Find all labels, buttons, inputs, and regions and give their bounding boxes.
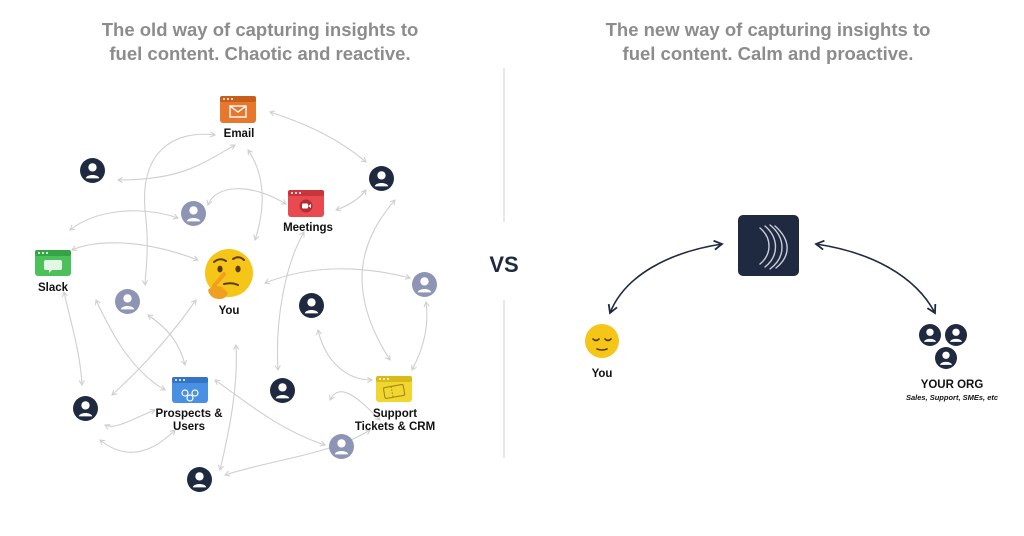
email-channel: Email xyxy=(220,96,256,140)
meetings-window-icon xyxy=(288,190,324,217)
email-label: Email xyxy=(224,128,255,140)
new-way-heading: The new way of capturing insights to fue… xyxy=(558,18,978,66)
support-label-line1: Support xyxy=(373,408,417,420)
slack-label: Slack xyxy=(38,282,69,294)
slack-channel: Slack xyxy=(35,250,71,294)
person-icon xyxy=(919,324,941,346)
prospects-channel: Prospects & Users xyxy=(155,377,223,433)
old-you-node: You xyxy=(205,249,253,317)
old-way-heading: The old way of capturing insights to fue… xyxy=(50,18,470,66)
org-sub-label: Sales, Support, SMEs, etc xyxy=(906,393,999,402)
person-icon xyxy=(369,166,394,191)
person-icon xyxy=(187,467,212,492)
app-logo-icon xyxy=(759,224,788,270)
calm-face-icon xyxy=(585,324,619,358)
person-icon xyxy=(935,347,957,369)
arrow-app-to-org xyxy=(814,239,937,315)
meetings-channel: Meetings xyxy=(283,190,333,234)
old-you-label: You xyxy=(219,305,240,317)
support-label-line2: Tickets & CRM xyxy=(355,421,435,433)
vs-label: VS xyxy=(489,252,518,277)
new-way-heading-line2: fuel content. Calm and proactive. xyxy=(622,43,914,64)
slack-window-icon xyxy=(35,250,71,276)
thinking-face-icon xyxy=(205,249,253,299)
new-you-label: You xyxy=(592,368,613,380)
person-icon xyxy=(299,293,324,318)
person-icon xyxy=(80,158,105,183)
email-window-icon xyxy=(220,96,256,123)
person-icon xyxy=(945,324,967,346)
org-label: YOUR ORG xyxy=(921,379,984,391)
prospects-window-icon xyxy=(172,377,208,403)
old-way-heading-line2: fuel content. Chaotic and reactive. xyxy=(109,43,411,64)
chaotic-arrows xyxy=(61,110,430,477)
new-way-heading-line1: The new way of capturing insights to xyxy=(605,19,931,40)
old-way-people xyxy=(73,158,437,492)
prospects-label-line2: Users xyxy=(173,421,205,433)
person-icon xyxy=(270,378,295,403)
old-way-heading-line1: The old way of capturing insights to xyxy=(101,19,419,40)
meetings-label: Meetings xyxy=(283,222,333,234)
new-you-node: You xyxy=(585,324,619,380)
support-ticket-window-icon xyxy=(376,376,412,402)
person-icon xyxy=(412,272,437,297)
arrow-app-to-you xyxy=(607,239,724,315)
person-icon xyxy=(329,434,354,459)
support-channel: Support Tickets & CRM xyxy=(355,376,435,433)
app-logo-tile xyxy=(738,215,799,276)
your-org-node: YOUR ORG Sales, Support, SMEs, etc xyxy=(906,324,999,402)
person-icon xyxy=(181,201,206,226)
person-icon xyxy=(73,396,98,421)
prospects-label-line1: Prospects & xyxy=(155,408,222,420)
person-icon xyxy=(115,289,140,314)
